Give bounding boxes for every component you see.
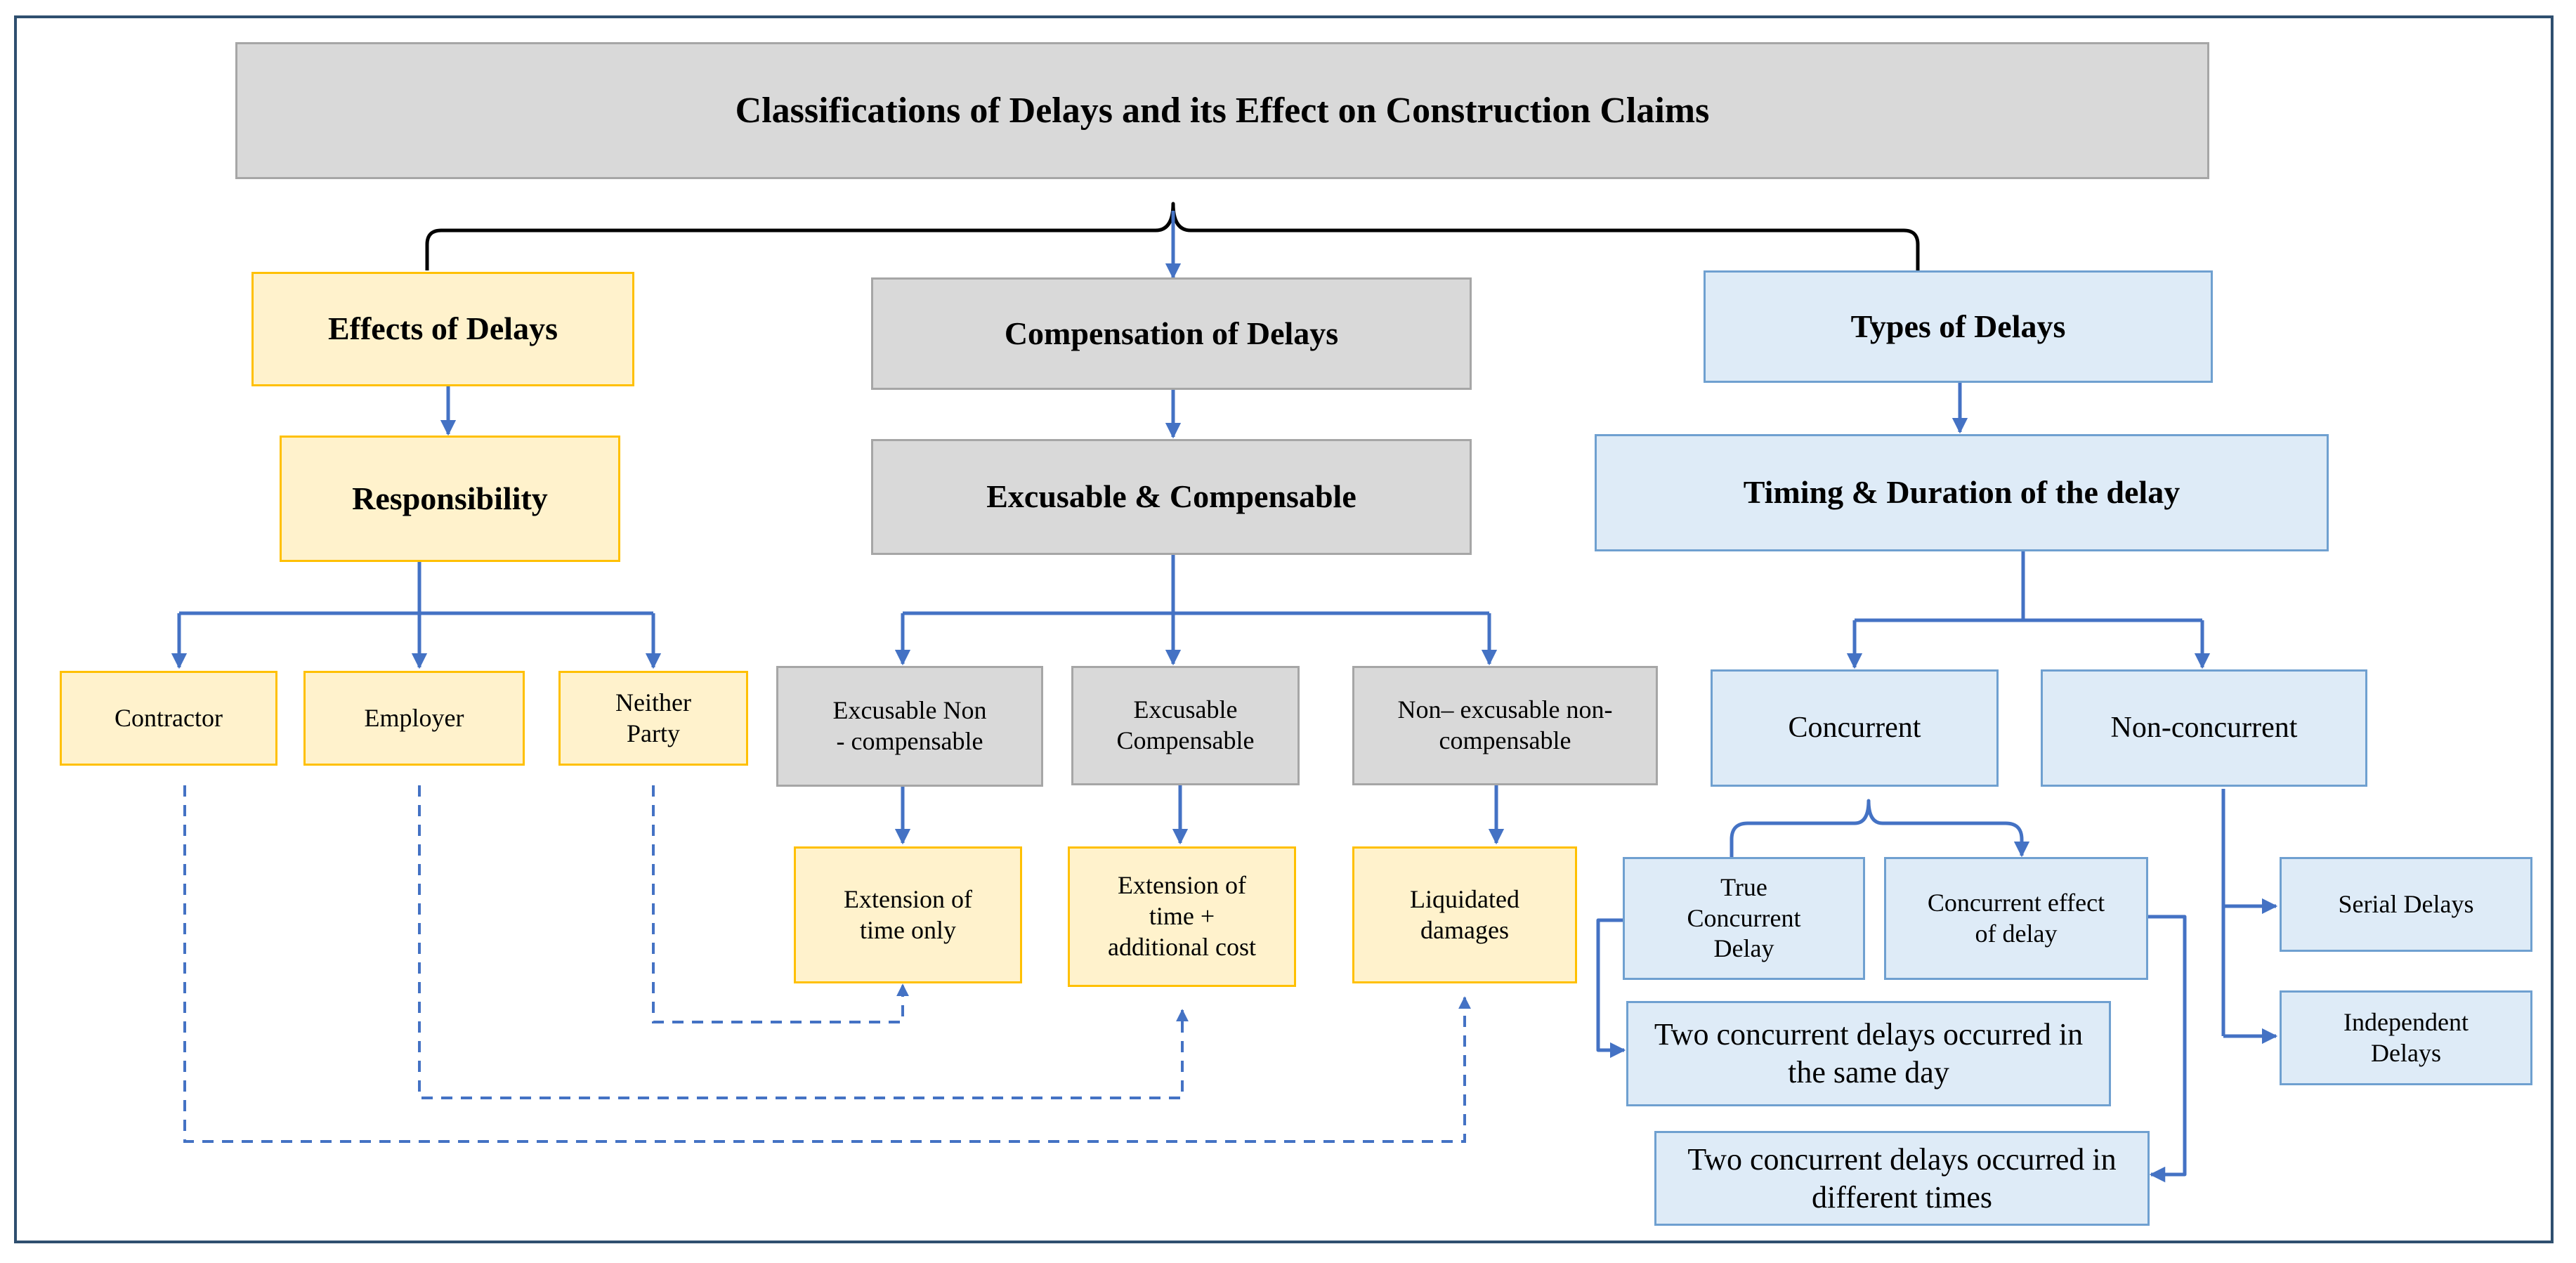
diagram-frame xyxy=(14,15,2554,1243)
concurrent-effect-box: Concurrent effect of delay xyxy=(1884,857,2148,980)
link-timing-branch xyxy=(1855,551,2202,622)
true-concurrent-delay-box: True Concurrent Delay xyxy=(1623,857,1865,980)
contractor-box: Contractor xyxy=(60,671,277,766)
dashed-neither-to-extension xyxy=(652,785,909,1023)
effects-of-delays-box: Effects of Delays xyxy=(251,272,634,386)
independent-delays-box: Independent Delays xyxy=(2280,990,2532,1085)
timing-duration-box: Timing & Duration of the delay xyxy=(1595,434,2329,551)
diagram-title: Classifications of Delays and its Effect… xyxy=(235,42,2209,179)
same-day-box: Two concurrent delays occurred in the sa… xyxy=(1626,1001,2111,1106)
excusable-non-compensable-box: Excusable Non - compensable xyxy=(776,666,1043,787)
arrow-same-day xyxy=(1596,918,1626,1059)
responsibility-box: Responsibility xyxy=(280,436,620,562)
concurrent-brace xyxy=(1730,799,2024,864)
excusable-compensable-category-box: Excusable Compensable xyxy=(1071,666,1300,785)
top-brace xyxy=(425,202,1920,270)
non-concurrent-box: Non-concurrent xyxy=(2041,669,2367,787)
liquidated-damages-box: Liquidated damages xyxy=(1352,846,1577,983)
extension-of-time-only-box: Extension of time only xyxy=(794,846,1022,983)
different-times-box: Two concurrent delays occurred in differ… xyxy=(1654,1131,2150,1226)
dashed-employer-to-cost xyxy=(418,785,1189,1099)
compensation-of-delays-box: Compensation of Delays xyxy=(871,277,1472,390)
serial-delays-box: Serial Delays xyxy=(2280,857,2532,952)
link-responsibility-parties xyxy=(179,561,653,615)
link-excusable-categories xyxy=(903,555,1489,615)
neither-party-box: Neither Party xyxy=(558,671,748,766)
excusable-compensable-box: Excusable & Compensable xyxy=(871,439,1472,555)
arrow-different-times xyxy=(2148,915,2187,1183)
dashed-contractor-to-damages xyxy=(183,785,1471,1143)
non-excusable-non-compensable-box: Non– excusable non-compensable xyxy=(1352,666,1658,785)
concurrent-box: Concurrent xyxy=(1711,669,1999,787)
types-of-delays-box: Types of Delays xyxy=(1704,270,2213,383)
extension-plus-cost-box: Extension of time + additional cost xyxy=(1068,846,1296,987)
employer-box: Employer xyxy=(303,671,525,766)
